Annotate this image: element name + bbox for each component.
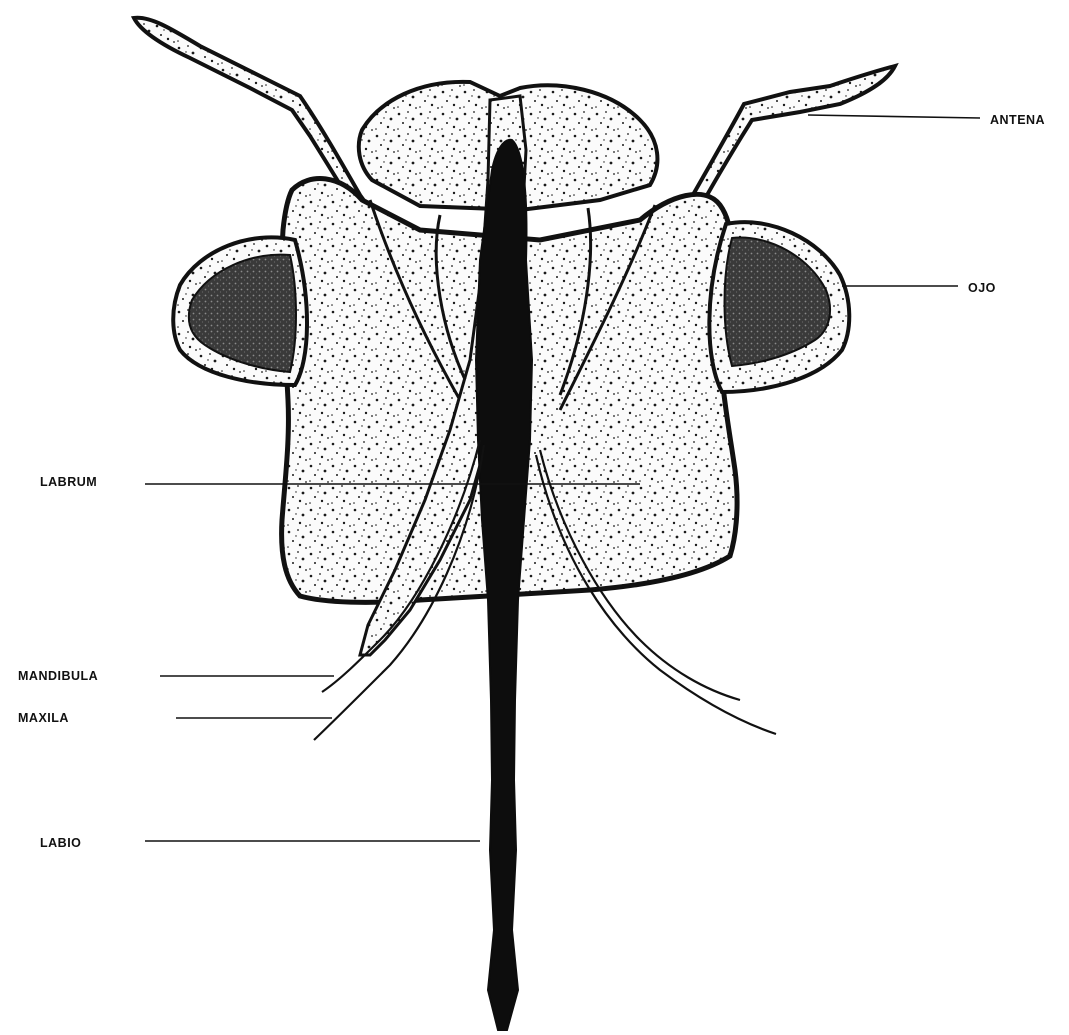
- label-ojo: OJO: [968, 281, 996, 295]
- leader-antena: [808, 115, 980, 118]
- label-antena: ANTENA: [990, 113, 1045, 127]
- label-labrum: LABRUM: [40, 475, 97, 489]
- label-maxila: MAXILA: [18, 711, 69, 725]
- eye-right: [709, 222, 849, 392]
- eye-left: [173, 237, 307, 385]
- label-mandibula: MANDIBULA: [18, 669, 98, 683]
- label-labio: LABIO: [40, 836, 81, 850]
